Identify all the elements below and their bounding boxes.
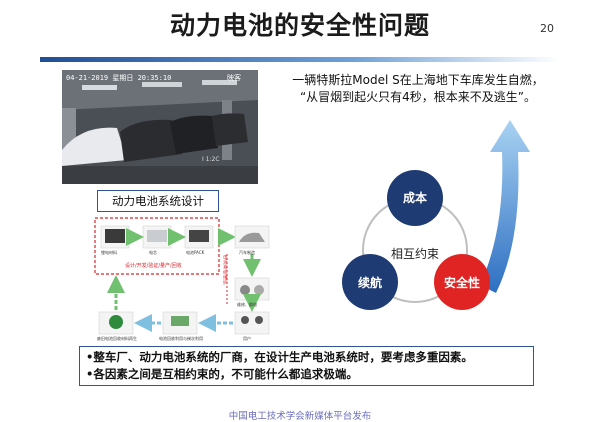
- note-2: •各因素之间是互相约束的，不可能什么都追求极端。: [86, 367, 358, 381]
- flow-box-materials: 锂电材料: [101, 250, 117, 255]
- garage-photo: 04-21-2019 星期日 20:35:10 映客 Ⅰ 1:2C: [62, 70, 258, 184]
- flow-box-maintenance: 维修、换电: [237, 302, 257, 307]
- flow-box-user: 用户: [243, 336, 251, 341]
- title-underline: [40, 57, 560, 62]
- flow-red-note: 设计/开发/验证/量产/回收: [125, 263, 182, 269]
- summary-notes: •整车厂、动力电池系统的厂商，在设计生产电池系统时，要考虑多重因素。 •各因素之…: [79, 346, 534, 386]
- mutual-constraint-label: 相互约束: [390, 247, 439, 261]
- flow-box-regenerate: 废旧电池回收材料再生: [97, 336, 137, 341]
- flow-side-note: 电池系统维护: [223, 256, 228, 286]
- flow-box-cell: 电芯: [149, 250, 157, 255]
- range-label: 续航: [357, 276, 382, 290]
- cost-circle: [387, 170, 443, 226]
- slide-title: 动力电池的安全性问题: [169, 11, 430, 40]
- flow-box-vehicle: 汽车制造: [239, 250, 255, 255]
- tesla-incident-quote: 一辆特斯拉Model S在上海地下车库发生自燃， “从冒烟到起火只有4秒，根本来…: [278, 72, 558, 106]
- footer-credit: 中国电工技术学会新媒体平台发布: [228, 411, 372, 422]
- note-1: •整车厂、动力电池系统的厂商，在设计生产电池系统时，要考虑多重因素。: [86, 350, 473, 364]
- rising-arrow: [480, 120, 530, 293]
- range-circle: [342, 254, 398, 310]
- cost-label: 成本: [402, 191, 427, 205]
- safety-circle: [434, 254, 490, 310]
- photo-plate-text: Ⅰ 1:2C: [202, 156, 220, 163]
- flow-box-pack: 电池PACK: [186, 250, 205, 255]
- photo-logo: 映客: [227, 74, 241, 82]
- battery-lifecycle-diagram: 锂电材料 电芯 电池PACK 汽车制造 维修、换电 用户 电池回收利用与梯次利用…: [93, 216, 277, 346]
- flow-box-recycle: 电池回收利用与梯次利用: [159, 336, 203, 341]
- photo-timestamp: 04-21-2019 星期日 20:35:10: [66, 74, 172, 82]
- battery-design-caption: 动力电池系统设计: [97, 190, 219, 212]
- quote-line-1: 一辆特斯拉Model S在上海地下车库发生自燃，: [292, 73, 544, 87]
- constraint-triangle: [342, 120, 530, 310]
- safety-label: 安全性: [443, 276, 480, 290]
- quote-line-2: “从冒烟到起火只有4秒，根本来不及逃生”。: [299, 90, 537, 104]
- page-number: 20: [540, 22, 554, 35]
